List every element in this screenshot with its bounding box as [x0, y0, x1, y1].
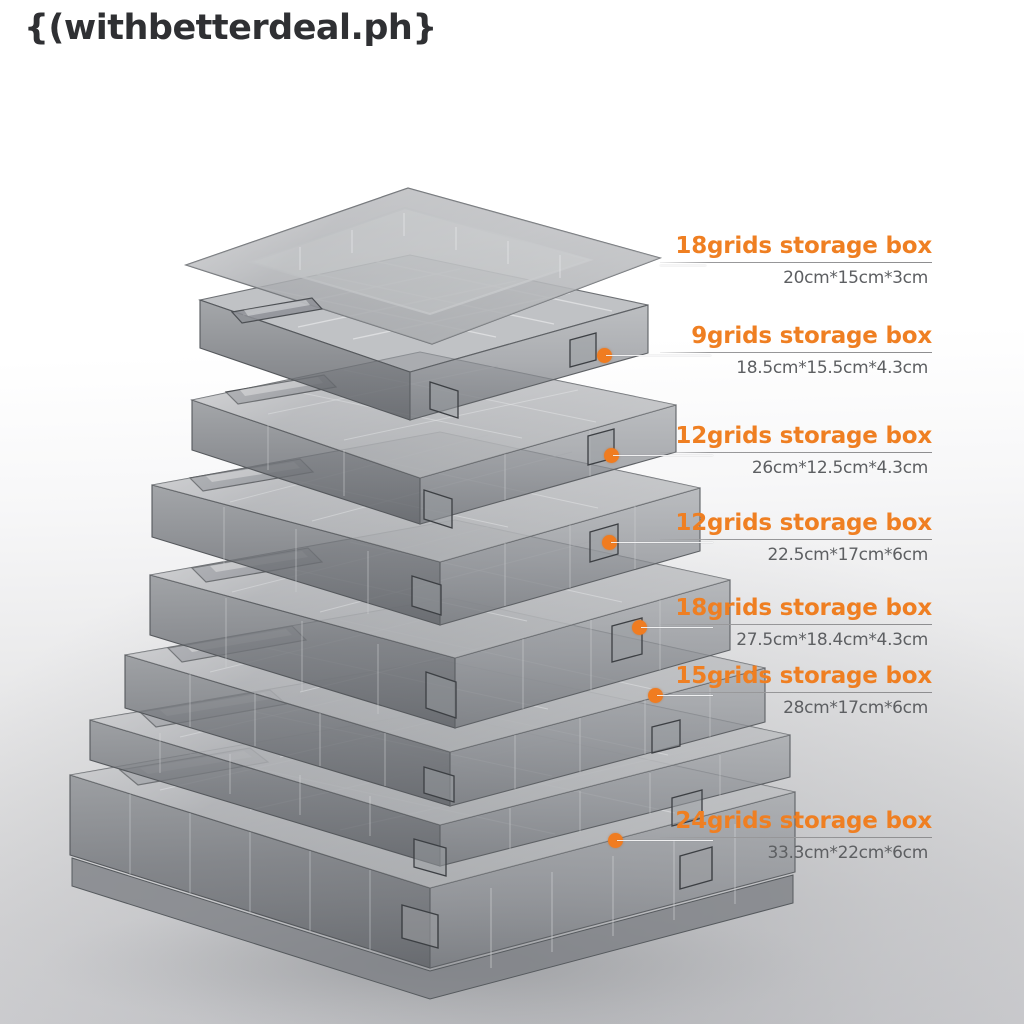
callout-title-5: 18grids storage box	[675, 595, 932, 621]
callout-rule-7	[660, 837, 932, 838]
callout-12grids-26x12.5x4.3: 12grids storage box 26cm*12.5cm*4.3cm	[660, 423, 932, 478]
callout-dims-4: 22.5cm*17cm*6cm	[767, 545, 928, 565]
callout-dims-3: 26cm*12.5cm*4.3cm	[751, 458, 928, 478]
callout-9grids-18.5x15.5x4.3: 9grids storage box 18.5cm*15.5cm*4.3cm	[660, 323, 932, 378]
storage-box-1-18grids	[183, 187, 663, 421]
box-handle	[230, 297, 324, 324]
leader-line-2	[606, 355, 711, 356]
callout-24grids-33.3x22x6: 24grids storage box 33.3cm*22cm*6cm	[660, 808, 932, 863]
box-latch	[429, 332, 597, 419]
callout-title-2: 9grids storage box	[691, 323, 932, 349]
callout-dims-2: 18.5cm*15.5cm*4.3cm	[736, 358, 928, 378]
callout-dot-4	[602, 535, 617, 550]
callout-title-6: 15grids storage box	[675, 663, 932, 689]
box-latch	[413, 789, 703, 877]
leader-line-3	[613, 455, 713, 456]
leader-line-5	[641, 627, 713, 628]
box-latch	[423, 719, 681, 803]
callout-rule-5	[660, 624, 932, 625]
callout-12grids-22.5x17x6: 12grids storage box 22.5cm*17cm*6cm	[660, 510, 932, 565]
leader-line-7	[617, 840, 713, 841]
box-latch	[401, 846, 713, 949]
callout-dims-7: 33.3cm*22cm*6cm	[767, 843, 928, 863]
callout-dims-5: 27.5cm*18.4cm*4.3cm	[736, 630, 928, 650]
callout-dot-5	[632, 620, 647, 635]
callout-title-3: 12grids storage box	[675, 423, 932, 449]
watermark-text: {(withbetterdeal.ph}	[24, 8, 437, 48]
callout-18grids-27.5x18.4x4.3: 18grids storage box 27.5cm*18.4cm*4.3cm	[660, 595, 932, 650]
callout-18grids-20x15x3: 18grids storage box 20cm*15cm*3cm	[660, 233, 932, 288]
callout-dot-6	[648, 688, 663, 703]
callout-title-4: 12grids storage box	[675, 510, 932, 536]
callout-dot-2	[597, 348, 612, 363]
box-latch	[411, 523, 619, 616]
watermark-shop-name: {(withbetterdeal.ph}	[24, 8, 437, 48]
leader-line-1	[660, 265, 706, 266]
callout-dims-1: 20cm*15cm*3cm	[783, 268, 928, 288]
leader-line-4	[611, 542, 713, 543]
callout-dot-7	[608, 833, 623, 848]
callout-rule-2	[660, 352, 932, 353]
callout-title-7: 24grids storage box	[675, 808, 932, 834]
callout-rule-6	[660, 692, 932, 693]
callout-rule-1	[660, 262, 932, 263]
callout-rule-4	[660, 539, 932, 540]
callout-15grids-28x17x6: 15grids storage box 28cm*17cm*6cm	[660, 663, 932, 718]
callout-dot-3	[604, 448, 619, 463]
callout-dims-6: 28cm*17cm*6cm	[783, 698, 928, 718]
callout-rule-3	[660, 452, 932, 453]
callout-title-1: 18grids storage box	[675, 233, 932, 259]
leader-line-6	[657, 695, 713, 696]
box-latch	[425, 617, 643, 719]
